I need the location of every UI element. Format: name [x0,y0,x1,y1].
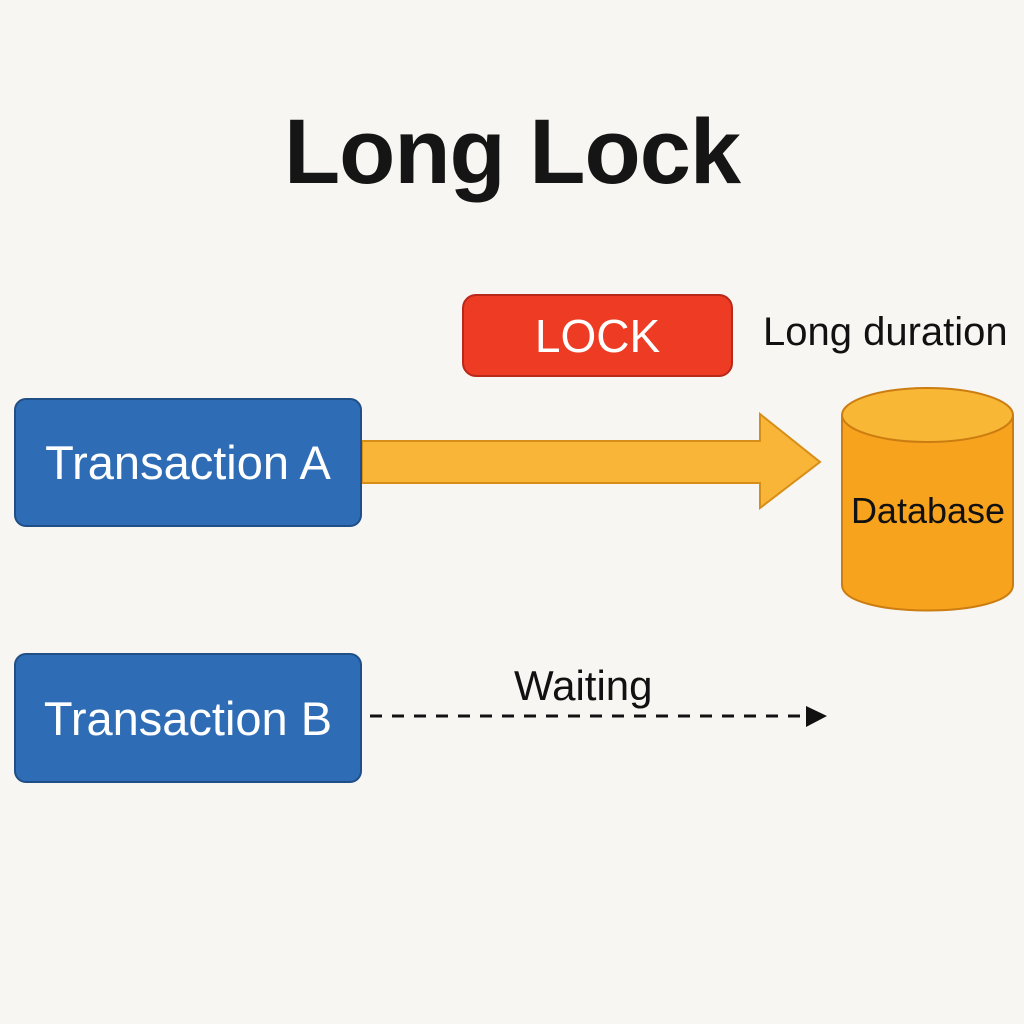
transaction-b-box: Transaction B [14,653,362,783]
lock-label: LOCK [534,309,661,362]
page-title: Long Lock [283,101,741,203]
database-top [841,387,1014,443]
waiting-arrow-head [806,706,827,727]
transaction-b-label: Transaction B [43,691,333,745]
long-duration-label: Long duration [763,310,1008,354]
database-label: Database [850,490,1006,531]
lock-badge: LOCK [462,294,733,377]
waiting-label: Waiting [514,662,653,709]
transaction-a-label: Transaction A [45,436,331,489]
transaction-a-box: Transaction A [14,398,362,527]
lock-arrow [361,411,822,511]
